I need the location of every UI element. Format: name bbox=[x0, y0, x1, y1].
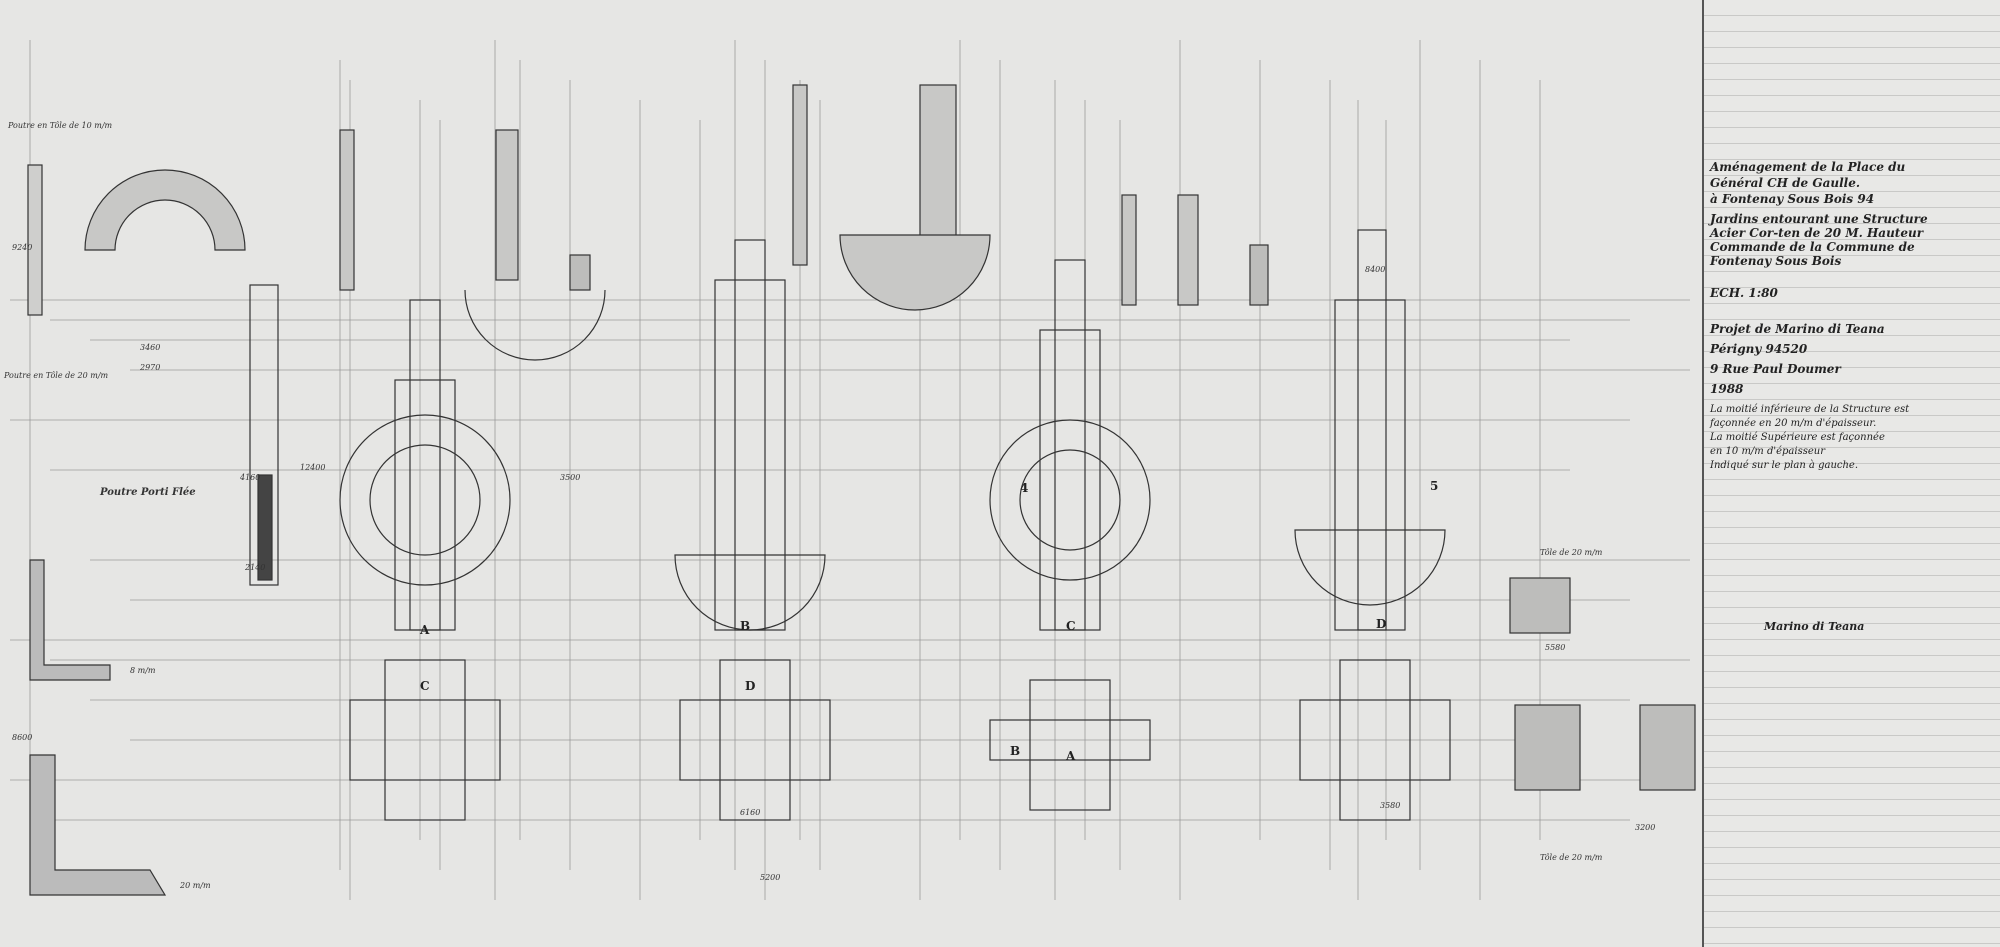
note-line: La moitié inférieure de la Structure est bbox=[1710, 404, 1910, 415]
dimension-label: 8600 bbox=[12, 733, 32, 742]
elevation-B bbox=[1294, 229, 1446, 631]
author-line: 1988 bbox=[1710, 382, 1744, 396]
plan-views bbox=[349, 577, 1696, 821]
bar-element bbox=[495, 129, 519, 281]
plan-label-B: B bbox=[1010, 744, 1020, 758]
number-label-4: 4 bbox=[1020, 481, 1028, 495]
elevation-C bbox=[989, 259, 1151, 631]
title-block: Aménagement de la Place du Général CH de… bbox=[1702, 0, 2000, 947]
note-line: La moitié Supérieure est façonnée bbox=[1710, 432, 1885, 443]
sculpture-elevations bbox=[27, 84, 1696, 896]
annotation-tole-de-20: Tôle de 20 m/m bbox=[1540, 548, 1603, 557]
dimension-label: 8400 bbox=[1365, 265, 1385, 274]
angle-detail-2 bbox=[29, 754, 167, 896]
annotation-tole-20: Poutre en Tôle de 20 m/m bbox=[3, 371, 109, 380]
plan-label-A: A bbox=[1065, 749, 1076, 763]
labels: A B C D C A B D 4 5 Poutre Porti Flée Po… bbox=[3, 121, 1655, 890]
arc-element-3 bbox=[839, 234, 991, 311]
note-line: façonnée en 20 m/m d'épaisseur. bbox=[1710, 418, 1877, 429]
project-line: Jardins entourant une Structure bbox=[1710, 212, 1928, 226]
annotation-thickness-20: 20 m/m bbox=[179, 881, 211, 890]
author-line: Périgny 94520 bbox=[1710, 342, 1808, 356]
bar-element bbox=[339, 129, 355, 291]
elevation-A bbox=[339, 299, 511, 631]
plan-label-C: C bbox=[420, 679, 430, 693]
project-line: Fontenay Sous Bois bbox=[1710, 254, 1842, 268]
poutre bbox=[249, 284, 279, 586]
poutre-inner bbox=[257, 474, 273, 581]
dimension-label: 2970 bbox=[139, 363, 160, 372]
project-line: Aménagement de la Place du bbox=[1710, 160, 1906, 174]
plan-label-D: D bbox=[745, 679, 755, 693]
construction-lines bbox=[10, 40, 1690, 900]
dimension-label: 3580 bbox=[1380, 801, 1400, 810]
dimension-label: 3200 bbox=[1635, 823, 1655, 832]
bar-element bbox=[1121, 194, 1137, 306]
number-label-5: 5 bbox=[1430, 479, 1438, 493]
dimension-label: 2140 bbox=[244, 563, 265, 572]
elevation-D bbox=[674, 239, 826, 631]
author-line: Projet de Marino di Teana bbox=[1710, 322, 1885, 336]
note-line: Indiqué sur le plan à gauche. bbox=[1710, 460, 1859, 471]
bar-element bbox=[1249, 244, 1269, 306]
section-label-B: D bbox=[1376, 617, 1386, 631]
project-line: à Fontenay Sous Bois 94 bbox=[1710, 192, 1875, 206]
bar-element bbox=[919, 84, 957, 256]
project-line: Général CH de Gaulle. bbox=[1710, 176, 1861, 190]
dimension-label: 3500 bbox=[560, 473, 580, 482]
author-line: 9 Rue Paul Doumer bbox=[1710, 362, 1841, 376]
bar-element bbox=[27, 164, 43, 316]
section-label-C: C bbox=[1066, 619, 1076, 633]
annotation-tole-10: Poutre en Tôle de 10 m/m bbox=[7, 121, 113, 130]
annotation-tole-de-20-b: Tôle de 20 m/m bbox=[1540, 853, 1603, 862]
bar-element bbox=[569, 254, 591, 291]
dimension-label: 4160 bbox=[239, 473, 260, 482]
arc-element-2 bbox=[464, 289, 606, 361]
section-label-D: B bbox=[740, 619, 750, 633]
angle-detail-1 bbox=[29, 559, 111, 681]
bar-element bbox=[1177, 194, 1199, 306]
project-line: Commande de la Commune de bbox=[1710, 240, 1915, 254]
bar-element bbox=[792, 84, 808, 266]
annotation-thickness-8: 8 m/m bbox=[130, 666, 156, 675]
annotation-poutre: Poutre Porti Flée bbox=[99, 487, 196, 498]
note-line: en 10 m/m d'épaisseur bbox=[1710, 446, 1825, 457]
project-line: Acier Cor-ten de 20 M. Hauteur bbox=[1710, 226, 1924, 240]
section-label-A: A bbox=[419, 623, 430, 637]
dimension-label: 5200 bbox=[760, 873, 780, 882]
dimension-label: 12400 bbox=[300, 463, 325, 472]
arc-element-1 bbox=[84, 169, 246, 251]
dimension-label: 5580 bbox=[1545, 643, 1565, 652]
dimension-label: 3460 bbox=[140, 343, 160, 352]
dimension-label: 9240 bbox=[12, 243, 32, 252]
dimension-label: 6160 bbox=[740, 808, 760, 817]
dimension-labels: 9240 3460 2970 8600 5200 3580 8400 3200 2140 4160… bbox=[12, 243, 1655, 882]
scale-label: ECH. 1:80 bbox=[1710, 286, 1778, 300]
signature: Marino di Teana bbox=[1764, 620, 1865, 633]
